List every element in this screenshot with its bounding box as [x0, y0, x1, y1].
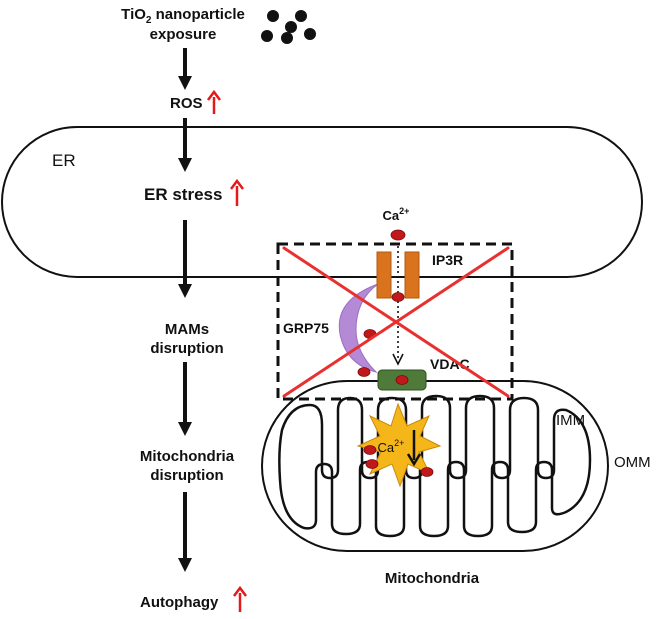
mam-region-dashed-box	[276, 242, 514, 401]
omm-label: OMM	[614, 454, 651, 471]
er-membrane	[1, 126, 643, 278]
er-stress-label: ER stress	[144, 185, 222, 204]
mams-label-line2: disruption	[150, 340, 223, 357]
mitochondria-outer-membrane	[261, 380, 609, 552]
mito-disruption-label-line1: Mitochondria	[140, 448, 235, 465]
grp75-chaperone-icon	[338, 283, 379, 373]
calcium-er-label: Ca2+	[383, 206, 410, 223]
ros-increase-arrow-icon	[207, 89, 221, 114]
grp75-label: GRP75	[283, 320, 329, 336]
autophagy-label: Autophagy	[140, 594, 219, 611]
ip3r-channel-icon	[376, 251, 420, 299]
arrow-er-stress-to-mams	[178, 220, 192, 298]
er-label: ER	[52, 151, 76, 170]
arrow-mams-to-mito-disruption	[178, 362, 192, 436]
arrow-tio2-to-ros	[178, 48, 192, 90]
mams-label-line1: MAMs	[165, 321, 209, 338]
imm-label: IMM	[556, 412, 585, 429]
tio2-label-line2: exposure	[150, 26, 217, 43]
calcium-ion-er	[390, 229, 406, 241]
mito-disruption-label-line2: disruption	[150, 467, 223, 484]
autophagy-increase-arrow-icon	[233, 585, 247, 612]
arrow-mito-disruption-to-autophagy	[178, 492, 192, 572]
vdac-label: VDAC	[430, 356, 470, 372]
mam-disruption-cross-icon	[282, 246, 510, 398]
nanoparticle-dots	[261, 10, 316, 44]
calcium-mito-label: Ca2+	[378, 438, 405, 455]
er-stress-increase-arrow-icon	[230, 178, 244, 206]
mitochondria-label: Mitochondria	[385, 570, 480, 587]
arrow-ros-to-er-stress	[178, 118, 192, 172]
ip3r-label: IP3R	[432, 252, 463, 268]
calcium-starburst-icon	[356, 402, 442, 488]
calcium-decrease-arrow-icon	[406, 430, 422, 467]
calcium-ions-mito	[363, 445, 434, 477]
calcium-flux-arrow	[392, 246, 404, 366]
ros-label: ROS	[170, 95, 203, 112]
tio2-label-line1: TiO2 nanoparticle	[121, 6, 245, 26]
